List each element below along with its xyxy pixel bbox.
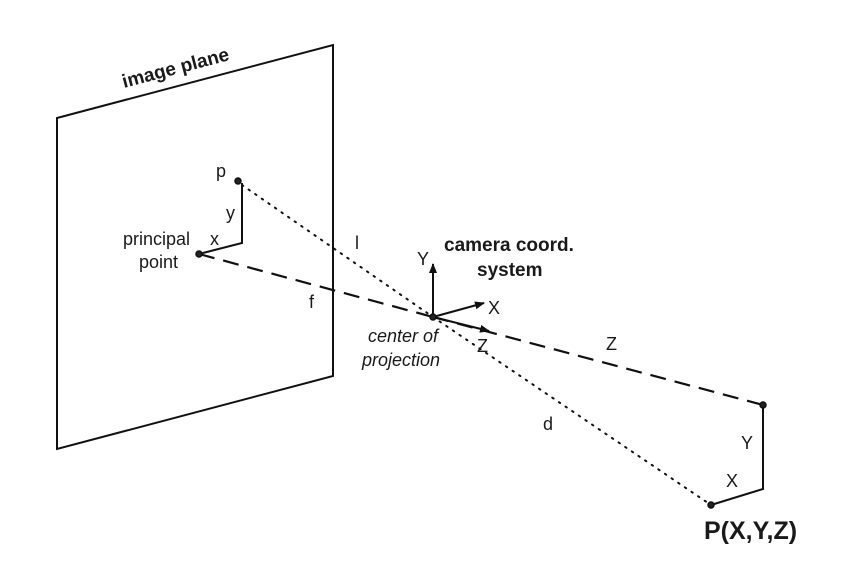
label-axis-Z: Z bbox=[477, 336, 488, 356]
label-l: l bbox=[355, 233, 359, 253]
point-P bbox=[707, 501, 715, 509]
label-camera-coord: camera coord. bbox=[444, 235, 574, 256]
label-principal: principal bbox=[123, 229, 190, 249]
label-axis-Y: Y bbox=[417, 249, 429, 269]
projection-ray-d bbox=[432, 316, 712, 506]
label-x-small: x bbox=[210, 229, 219, 249]
optical-axis-f bbox=[198, 252, 434, 319]
label-f: f bbox=[309, 292, 315, 312]
label-y-small: y bbox=[226, 203, 235, 223]
point-p bbox=[234, 177, 242, 185]
label-d: d bbox=[543, 414, 553, 434]
principal-point bbox=[195, 250, 203, 258]
label-projection: projection bbox=[361, 350, 440, 370]
camera-axis-x-arrow bbox=[432, 301, 485, 318]
point-z-end bbox=[759, 401, 767, 409]
world-offset-xy bbox=[710, 405, 764, 506]
label-Y-big: Y bbox=[741, 433, 753, 453]
image-plane bbox=[56, 43, 334, 451]
label-X-big: X bbox=[726, 471, 738, 491]
label-axis-X: X bbox=[488, 298, 500, 318]
label-point: point bbox=[139, 252, 178, 272]
camera-axis-z-arrow bbox=[432, 316, 490, 333]
label-center-of: center of bbox=[368, 326, 440, 346]
projection-ray-l bbox=[241, 184, 434, 318]
label-Z-distance: Z bbox=[606, 334, 617, 354]
label-system: system bbox=[477, 260, 543, 281]
image-offset-xy bbox=[198, 183, 243, 255]
center-of-projection-point bbox=[429, 313, 437, 321]
label-p: p bbox=[216, 161, 226, 181]
label-P-XYZ: P(X,Y,Z) bbox=[704, 517, 797, 545]
